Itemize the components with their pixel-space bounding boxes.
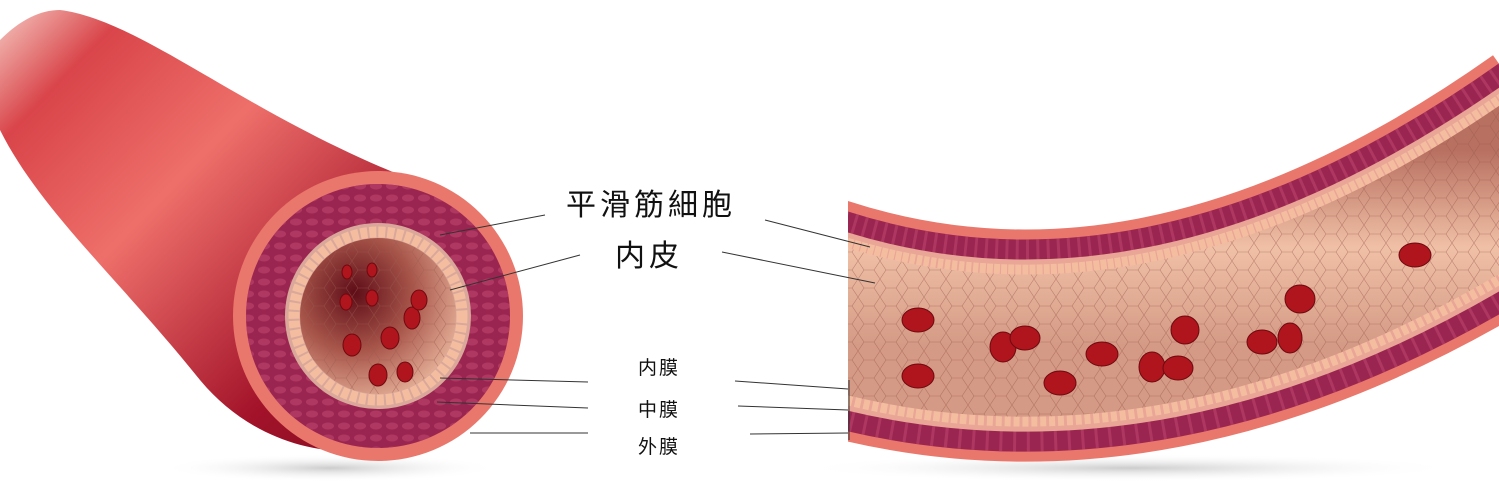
vessel-cross-section (233, 171, 523, 461)
vessel-longitudinal-section (848, 55, 1499, 462)
label-endothelium: 内皮 (615, 239, 683, 274)
label-tunica-externa: 外膜 (638, 436, 681, 458)
right-shadow (800, 454, 1460, 482)
leader-lines (436, 214, 876, 440)
left-shadow (160, 454, 500, 482)
label-tunica-intima: 内膜 (638, 357, 681, 379)
label-tunica-media: 中膜 (638, 399, 681, 421)
label-smooth-muscle-cell: 平滑筋細胞 (566, 188, 736, 223)
